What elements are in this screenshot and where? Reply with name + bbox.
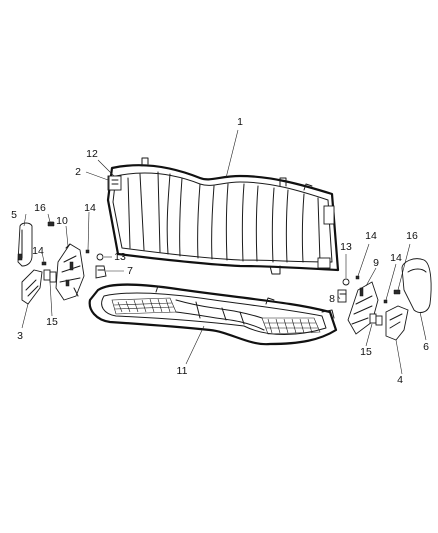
- callout-10: 10: [56, 215, 68, 227]
- left-washer: [96, 253, 104, 261]
- left-clip: [43, 269, 57, 283]
- left-screw: [47, 221, 55, 227]
- callout-13-right: 13: [340, 241, 352, 253]
- seat-back-frame: [106, 157, 340, 275]
- callout-13-left: 13: [114, 251, 126, 263]
- callout-16-right: 16: [406, 230, 418, 242]
- callout-2: 2: [75, 166, 81, 178]
- callout-14-left-top: 14: [84, 202, 96, 214]
- callout-15-left: 15: [46, 316, 58, 328]
- callout-5: 5: [11, 209, 17, 221]
- left-lower-bracket: [21, 269, 43, 305]
- left-clip-bracket: [95, 265, 107, 279]
- callout-14-left: 14: [32, 245, 44, 257]
- callout-12: 12: [86, 148, 98, 160]
- callout-15-right: 15: [360, 346, 372, 358]
- callout-7: 7: [127, 265, 133, 277]
- callout-16-left: 16: [34, 202, 46, 214]
- leader-lines: [21, 129, 427, 375]
- right-screw: [393, 289, 401, 295]
- right-pivot-assembly: [347, 281, 379, 335]
- right-end-cap: [401, 258, 432, 313]
- right-lower-bracket: [385, 305, 409, 341]
- callout-9: 9: [373, 257, 379, 269]
- seat-cushion-frame: [88, 283, 338, 346]
- right-clip: [369, 313, 383, 326]
- callout-8: 8: [329, 293, 335, 305]
- right-fasteners: [355, 275, 388, 304]
- callout-6: 6: [423, 341, 429, 353]
- callout-1: 1: [237, 116, 243, 128]
- left-end-cap: [17, 222, 33, 267]
- right-frame-bracket: [337, 289, 347, 303]
- callout-4: 4: [397, 374, 403, 386]
- callout-labels: 1 12 2 16 14 5 10 14 13 7 15 3 11 13 14 …: [11, 116, 429, 386]
- callout-14-right-top: 14: [365, 230, 377, 242]
- upper-left-bracket: [108, 175, 122, 191]
- callout-14-right: 14: [390, 252, 402, 264]
- left-pivot-assembly: [55, 243, 85, 301]
- callout-11: 11: [177, 365, 188, 377]
- right-washer: [342, 278, 350, 286]
- callout-3: 3: [17, 330, 23, 342]
